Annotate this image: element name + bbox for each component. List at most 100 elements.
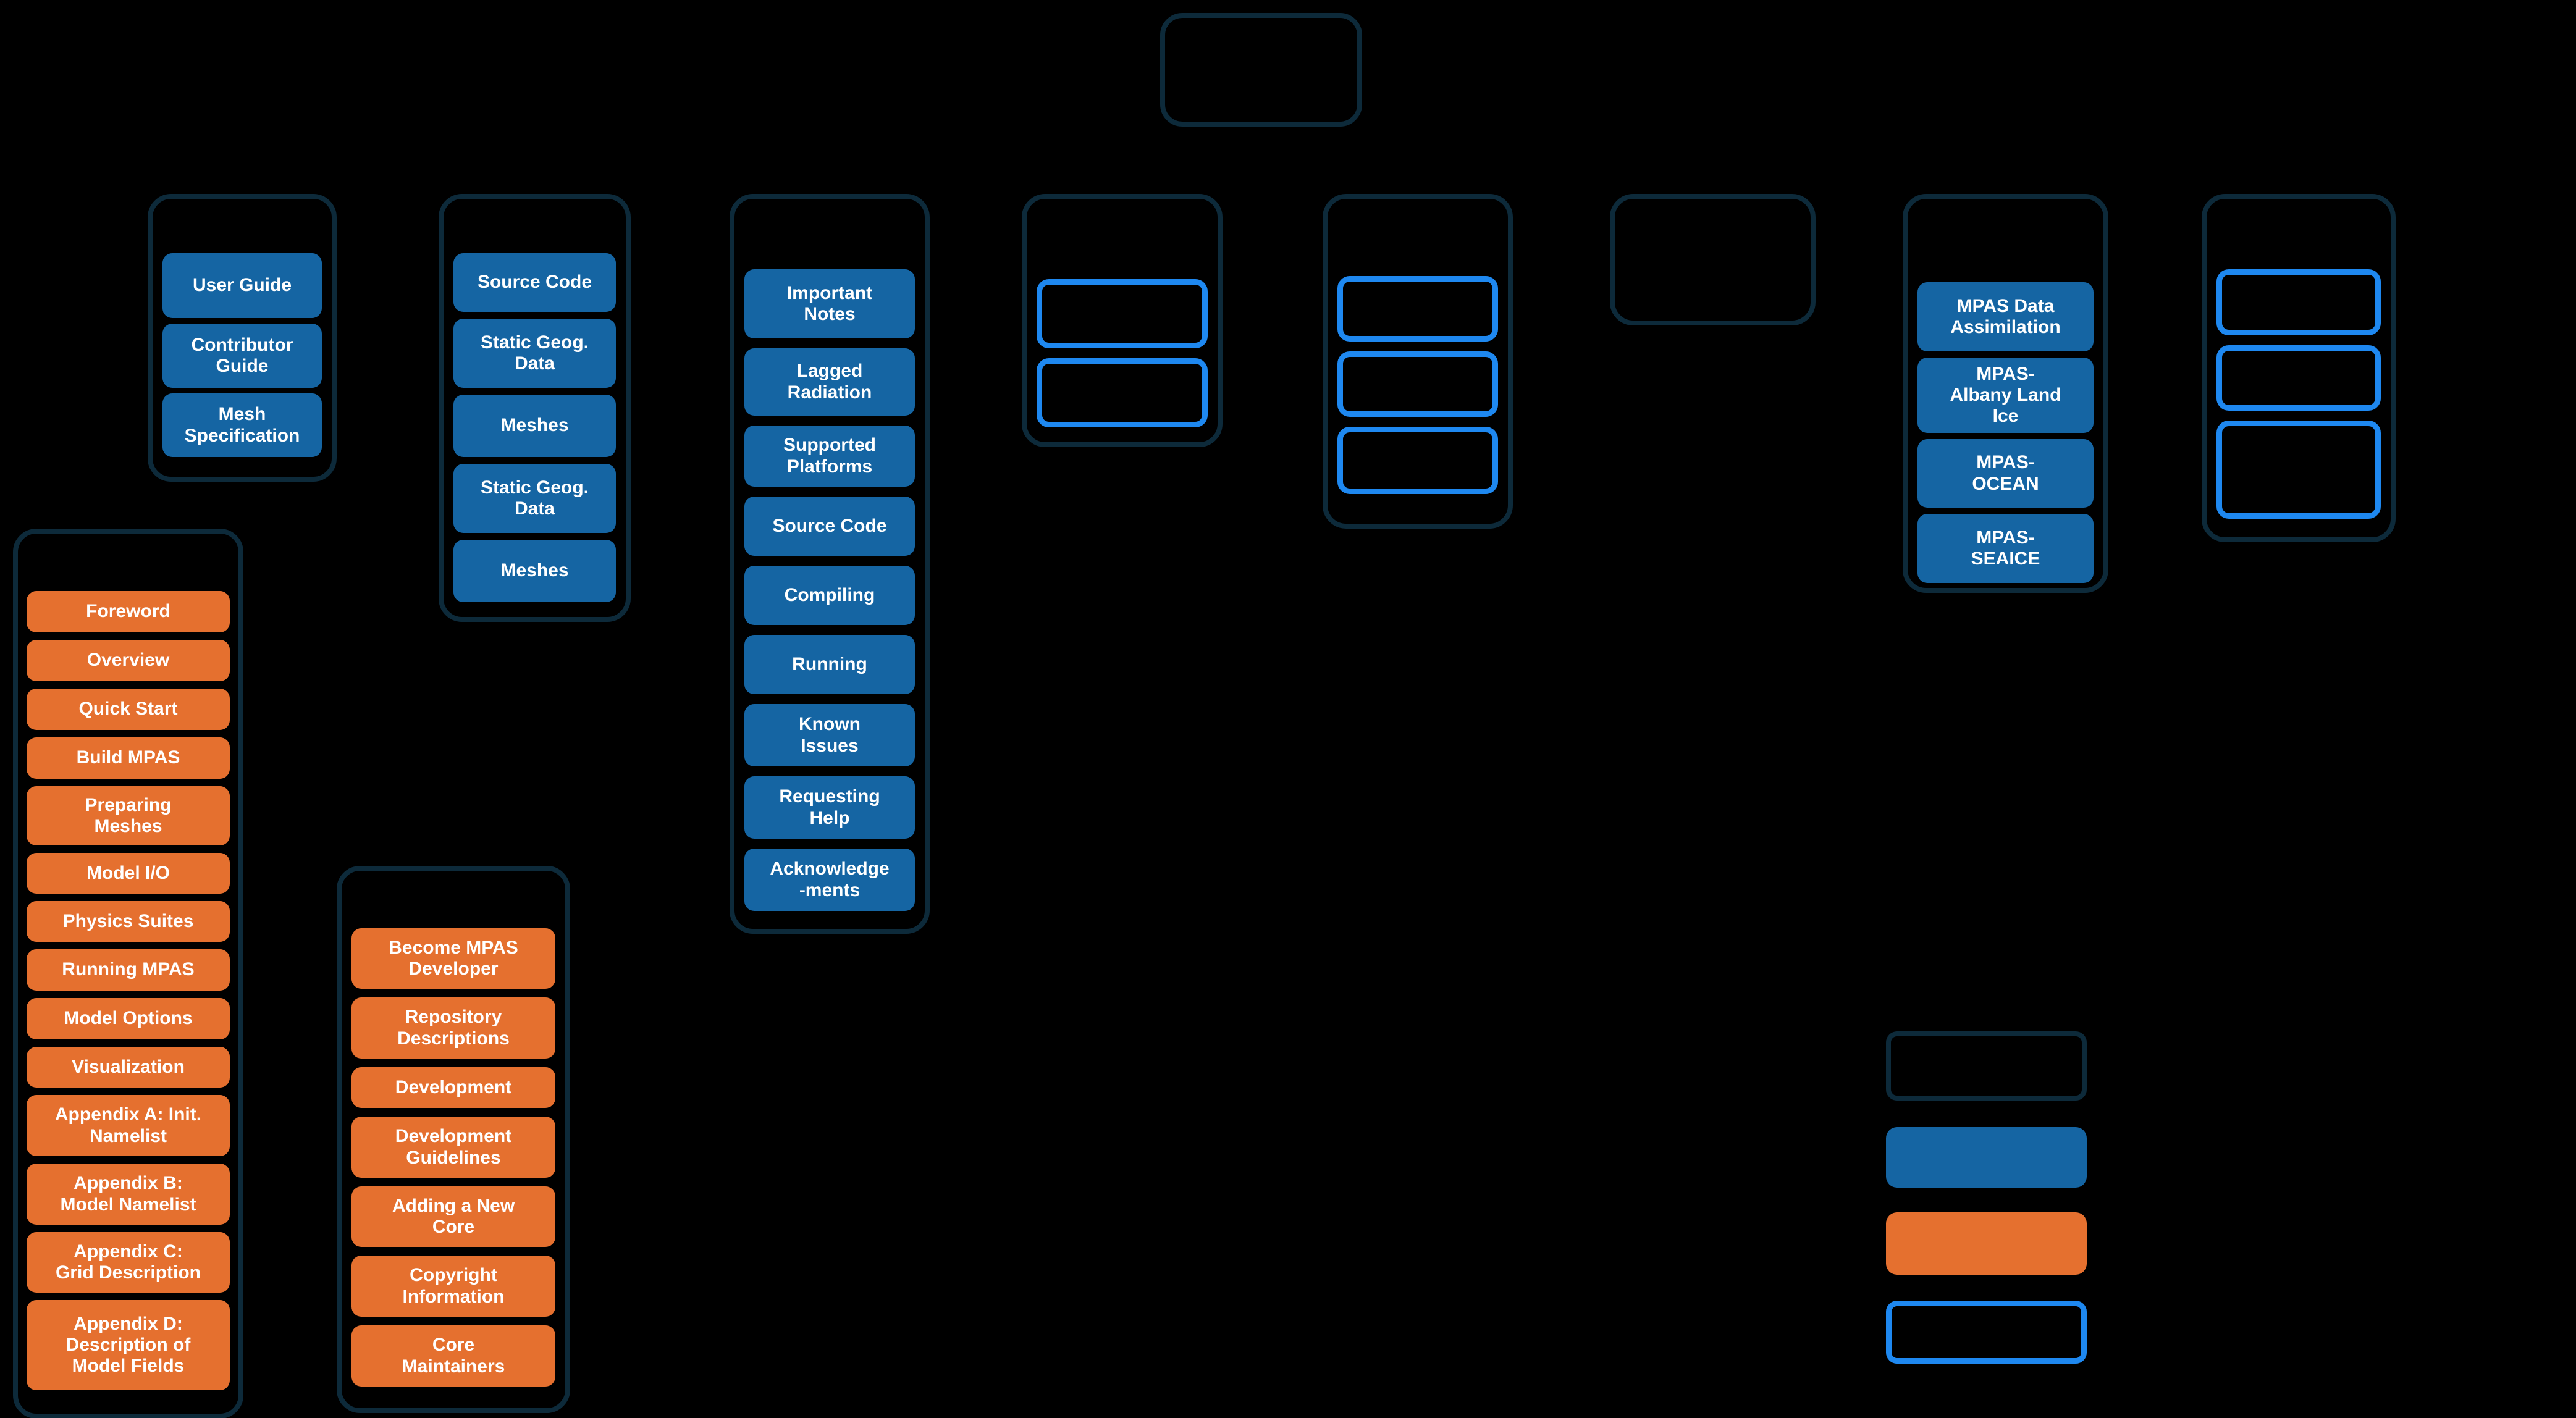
node-copyright-information[interactable]: Copyright Information (351, 1256, 555, 1317)
node-overview[interactable]: Overview (27, 640, 230, 681)
node-label: Development (395, 1076, 512, 1097)
node-label: Become MPAS Developer (389, 937, 518, 979)
node-development-guidelines[interactable]: Development Guidelines (351, 1117, 555, 1178)
node-label: Core Maintainers (402, 1335, 505, 1377)
node-label: Development Guidelines (395, 1126, 512, 1168)
node-label: Model I/O (86, 862, 170, 883)
node-label: Copyright Information (402, 1265, 505, 1307)
node-label: Foreword (86, 601, 170, 622)
node-meshes-1[interactable]: Meshes (453, 395, 616, 457)
node-mpas-seaice[interactable]: MPAS- SEAICE (1917, 514, 2094, 583)
node-label: Physics Suites (62, 910, 194, 931)
group-atmosphere-sections: Important Notes Lagged Radiation Support… (730, 194, 930, 934)
node-static-geog-data-2[interactable]: Static Geog. Data (453, 464, 616, 533)
node-label: Supported Platforms (783, 435, 876, 477)
node-empty-7 (2216, 345, 2381, 411)
node-quick-start[interactable]: Quick Start (27, 689, 230, 730)
group-guides: User Guide Contributor Guide Mesh Specif… (148, 194, 337, 482)
node-empty-8 (2216, 421, 2381, 519)
node-empty-4 (1337, 351, 1498, 417)
node-running[interactable]: Running (744, 635, 915, 694)
node-label: Static Geog. Data (480, 332, 589, 374)
node-build-mpas[interactable]: Build MPAS (27, 737, 230, 779)
node-label: Important Notes (786, 282, 873, 324)
node-development[interactable]: Development (351, 1067, 555, 1108)
node-label: Appendix C: Grid Description (55, 1241, 201, 1283)
node-label: Visualization (72, 1056, 185, 1077)
node-visualization[interactable]: Visualization (27, 1047, 230, 1088)
node-label: Adding a New Core (392, 1195, 515, 1237)
node-empty-2 (1037, 358, 1208, 427)
node-foreword[interactable]: Foreword (27, 591, 230, 632)
node-empty-1 (1037, 279, 1208, 348)
group-col6-empty (1610, 194, 1816, 325)
node-source-code-1[interactable]: Source Code (453, 253, 616, 312)
node-lagged-radiation[interactable]: Lagged Radiation (744, 348, 915, 416)
group-col5 (1323, 194, 1513, 529)
node-label: User Guide (192, 275, 292, 296)
node-label: Acknowledge -ments (770, 858, 890, 900)
node-mpas-data-assimilation[interactable]: MPAS Data Assimilation (1917, 282, 2094, 351)
node-requesting-help[interactable]: Requesting Help (744, 776, 915, 839)
node-model-io[interactable]: Model I/O (27, 853, 230, 894)
group-contributor-guide-contents: Become MPAS Developer Repository Descrip… (337, 866, 570, 1413)
node-physics-suites[interactable]: Physics Suites (27, 901, 230, 942)
node-compiling[interactable]: Compiling (744, 566, 915, 625)
node-contributor-guide[interactable]: Contributor Guide (162, 324, 322, 388)
node-appendix-a-init-namelist[interactable]: Appendix A: Init. Namelist (27, 1095, 230, 1156)
node-core-maintainers[interactable]: Core Maintainers (351, 1325, 555, 1387)
node-label: Static Geog. Data (480, 477, 589, 519)
node-acknowledgements[interactable]: Acknowledge -ments (744, 849, 915, 911)
node-label: Preparing Meshes (85, 794, 172, 836)
node-label: Mesh Specification (184, 404, 300, 446)
node-mpas-albany-land-ice[interactable]: MPAS- Albany Land Ice (1917, 358, 2094, 433)
node-label: Compiling (784, 584, 875, 605)
node-static-geog-data-1[interactable]: Static Geog. Data (453, 319, 616, 388)
node-preparing-meshes[interactable]: Preparing Meshes (27, 786, 230, 845)
root-node (1160, 13, 1362, 127)
node-appendix-b-model-namelist[interactable]: Appendix B: Model Namelist (27, 1164, 230, 1225)
legend-swatch-dark-outline (1886, 1031, 2087, 1101)
legend-swatch-blue-fill (1886, 1127, 2087, 1188)
node-label: Appendix D: Description of Model Fields (65, 1313, 191, 1377)
node-label: MPAS- SEAICE (1971, 527, 2040, 569)
node-repository-descriptions[interactable]: Repository Descriptions (351, 997, 555, 1059)
node-label: MPAS Data Assimilation (1950, 295, 2061, 337)
node-known-issues[interactable]: Known Issues (744, 704, 915, 766)
node-label: Repository Descriptions (397, 1007, 510, 1049)
node-label: Lagged Radiation (787, 361, 872, 403)
node-label: Quick Start (78, 699, 178, 719)
node-label: Source Code (772, 515, 887, 536)
node-label: Appendix A: Init. Namelist (54, 1104, 202, 1146)
node-appendix-c-grid-description[interactable]: Appendix C: Grid Description (27, 1232, 230, 1293)
node-model-options[interactable]: Model Options (27, 998, 230, 1039)
node-label: MPAS- OCEAN (1972, 452, 2039, 494)
node-become-mpas-developer[interactable]: Become MPAS Developer (351, 928, 555, 989)
node-source-code-2[interactable]: Source Code (744, 497, 915, 556)
node-important-notes[interactable]: Important Notes (744, 269, 915, 338)
node-appendix-d-description-of-model-fields[interactable]: Appendix D: Description of Model Fields (27, 1300, 230, 1390)
node-label: Running MPAS (62, 959, 195, 980)
node-empty-6 (2216, 269, 2381, 335)
node-supported-platforms[interactable]: Supported Platforms (744, 426, 915, 487)
group-col4 (1022, 194, 1223, 447)
node-running-mpas[interactable]: Running MPAS (27, 949, 230, 991)
group-downloads: Source Code Static Geog. Data Meshes Sta… (439, 194, 631, 622)
node-label: Meshes (500, 415, 569, 436)
node-mesh-specification[interactable]: Mesh Specification (162, 393, 322, 457)
node-label: Meshes (500, 560, 569, 581)
node-label: Known Issues (799, 714, 861, 756)
node-user-guide[interactable]: User Guide (162, 253, 322, 318)
node-adding-a-new-core[interactable]: Adding a New Core (351, 1186, 555, 1247)
node-label: Model Options (64, 1008, 193, 1029)
node-label: Contributor Guide (191, 334, 293, 376)
legend-swatch-orange-fill (1886, 1212, 2087, 1275)
node-label: Overview (86, 650, 170, 671)
node-label: Appendix B: Model Namelist (60, 1173, 196, 1215)
group-col8 (2202, 194, 2396, 542)
node-label: MPAS- Albany Land Ice (1950, 363, 2061, 427)
node-empty-3 (1337, 276, 1498, 342)
node-mpas-ocean[interactable]: MPAS- OCEAN (1917, 439, 2094, 508)
node-meshes-2[interactable]: Meshes (453, 540, 616, 602)
